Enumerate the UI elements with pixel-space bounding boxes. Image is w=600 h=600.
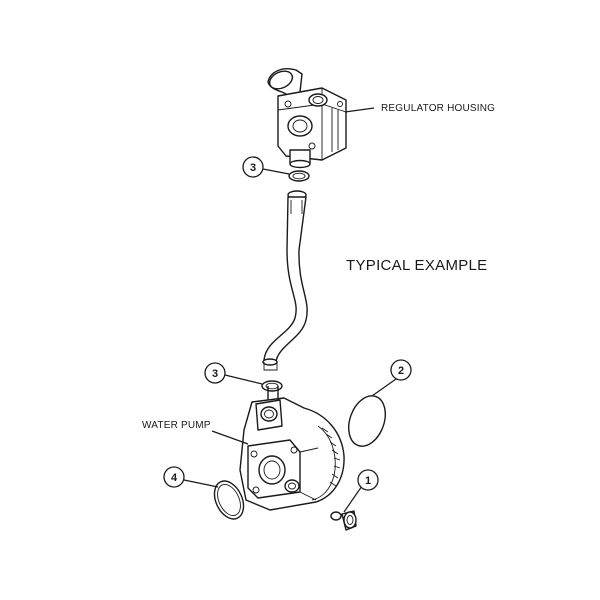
callout-1: 1 bbox=[357, 469, 379, 491]
callout-3-upper: 3 bbox=[242, 156, 264, 178]
upper-seal-ring bbox=[288, 170, 310, 182]
water-pump-leader bbox=[211, 430, 249, 445]
water-tube-part bbox=[262, 190, 308, 371]
svg-text:3: 3 bbox=[250, 162, 256, 174]
regulator-housing-part bbox=[267, 68, 347, 169]
callout-4: 4 bbox=[163, 466, 185, 488]
drain-plug-part bbox=[330, 510, 357, 531]
callout-1-leader bbox=[343, 485, 363, 513]
svg-text:2: 2 bbox=[398, 365, 404, 377]
callout-3-upper-leader bbox=[262, 168, 290, 175]
svg-text:1: 1 bbox=[365, 475, 371, 487]
regulator-housing-leader bbox=[344, 107, 375, 113]
svg-text:3: 3 bbox=[212, 368, 218, 380]
pump-gasket-part bbox=[348, 395, 386, 447]
regulator-housing-label: REGULATOR HOUSING bbox=[381, 103, 495, 114]
water-pump-part bbox=[239, 386, 345, 511]
callout-2: 2 bbox=[390, 359, 412, 381]
lower-seal-ring bbox=[261, 380, 283, 392]
pump-o-ring-part bbox=[213, 480, 245, 520]
callout-2-leader bbox=[371, 378, 397, 397]
water-pump-label: WATER PUMP bbox=[142, 420, 211, 431]
callout-4-leader bbox=[183, 479, 219, 488]
svg-text:4: 4 bbox=[171, 472, 178, 484]
callout-3-lower: 3 bbox=[204, 362, 226, 384]
typical-example-label: TYPICAL EXAMPLE bbox=[346, 257, 488, 274]
callout-3-lower-leader bbox=[224, 374, 263, 385]
